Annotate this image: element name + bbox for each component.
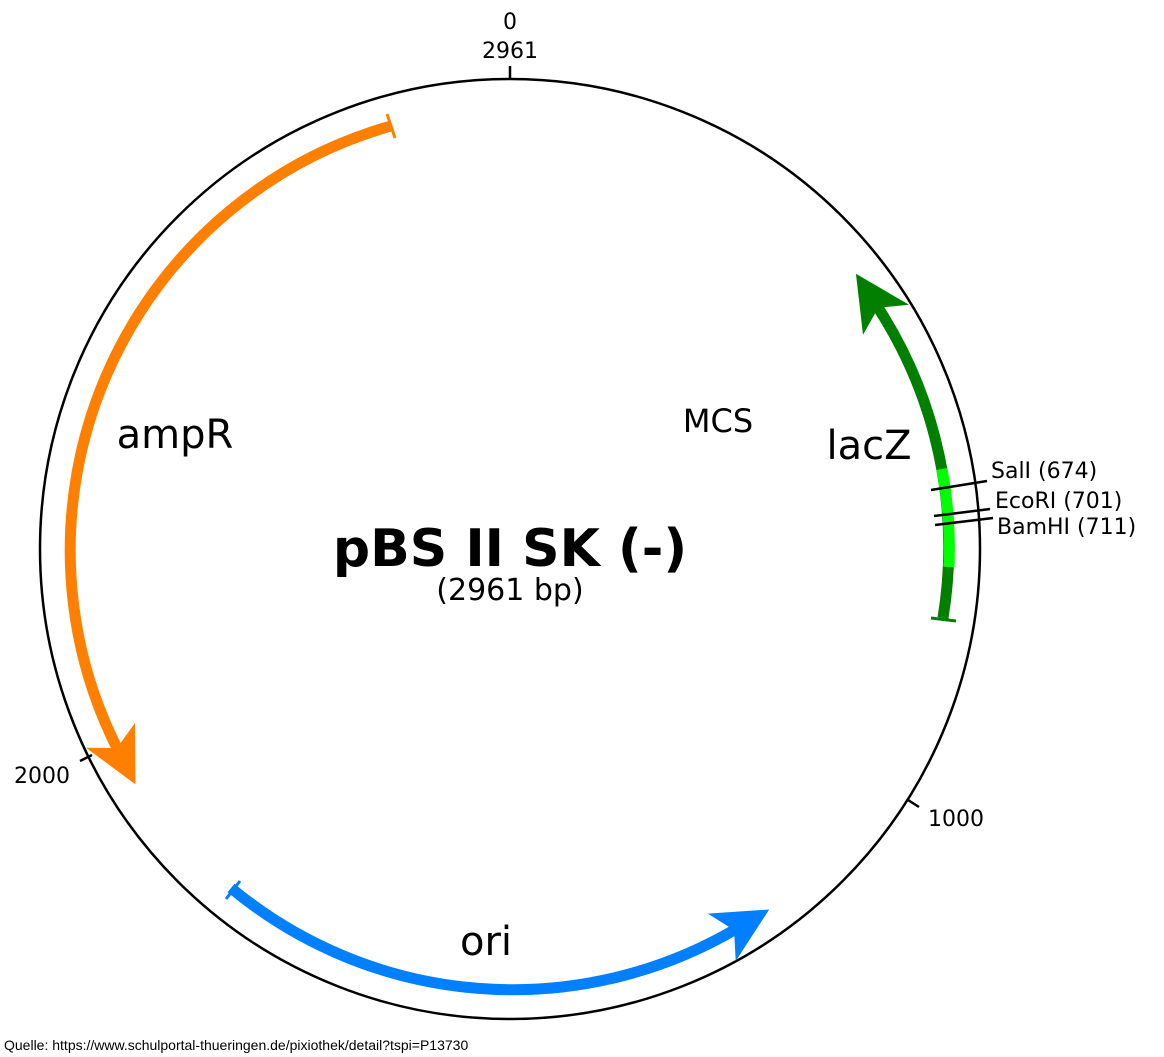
feature-label-ori: ori xyxy=(460,919,512,965)
mcs-segment xyxy=(936,468,955,568)
plasmid-size: (2961 bp) xyxy=(436,573,583,608)
restriction-site-line-ecori xyxy=(933,507,991,518)
tick-label-1000: 1000 xyxy=(928,807,984,832)
tick-mark-1000 xyxy=(907,798,920,809)
lacZ-arrow xyxy=(855,273,955,619)
tick-label-2961: 2961 xyxy=(482,39,538,64)
feature-label-mcs: MCS xyxy=(683,402,753,440)
ori-arrow xyxy=(227,883,770,996)
ori-end-cap xyxy=(224,880,242,900)
restriction-site-line-bamhi xyxy=(934,516,994,527)
plasmid-name: pBS II SK (-) xyxy=(333,519,687,579)
feature-label-ampR: ampR xyxy=(117,412,234,458)
tick-label-2000: 2000 xyxy=(14,764,70,789)
lacZ-end-cap xyxy=(930,616,957,623)
ampR-arrow xyxy=(64,120,393,785)
tick-label-0: 0 xyxy=(503,10,517,35)
restriction-site-label-sali: SalI (674) xyxy=(991,459,1097,484)
restriction-site-label-bamhi: BamHI (711) xyxy=(997,515,1136,540)
source-credit: Quelle: https://www.schulportal-thuering… xyxy=(4,1037,469,1053)
feature-label-lacZ: lacZ xyxy=(826,423,911,469)
ampR-end-cap xyxy=(385,113,397,139)
restriction-site-line-sali xyxy=(930,479,988,492)
restriction-site-label-ecori: EcoRI (701) xyxy=(995,489,1122,514)
